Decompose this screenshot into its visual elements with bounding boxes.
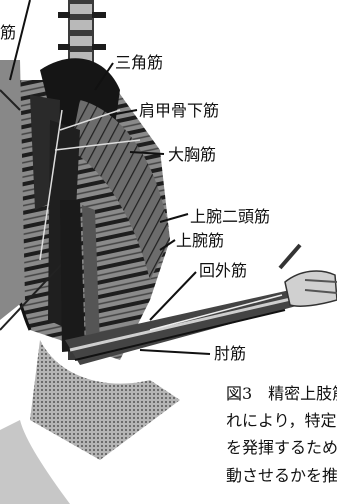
label-pectoralis-major: 大胸筋 bbox=[168, 145, 216, 164]
label-muscle-partial: 筋 bbox=[0, 23, 16, 42]
label-supinator: 回外筋 bbox=[199, 261, 247, 280]
label-anconeus: 肘筋 bbox=[214, 344, 246, 363]
label-biceps-brachii-group: 上腕二頭筋 bbox=[160, 207, 270, 226]
caption-line-3: を発揮するためには，ど bbox=[226, 437, 337, 459]
label-anconeus-group: 肘筋 bbox=[140, 344, 246, 363]
hand bbox=[280, 245, 337, 306]
upper-arm bbox=[60, 200, 100, 352]
figure-caption: 図3 精密上肢筋骨格モ れにより，特定の関節モ を発揮するためには，ど 動させる… bbox=[226, 383, 337, 504]
label-deltoid: 三角筋 bbox=[115, 53, 163, 72]
label-biceps-brachii: 上腕二頭筋 bbox=[190, 207, 270, 226]
label-subscapularis: 肩甲骨下筋 bbox=[139, 101, 219, 120]
caption-line-4: 動させるかを推定できる. bbox=[226, 465, 337, 487]
pelvis bbox=[0, 340, 180, 504]
caption-line-2: れにより，特定の関節モ bbox=[226, 410, 337, 432]
caption-line-1: 図3 精密上肢筋骨格モ bbox=[226, 383, 337, 405]
label-brachialis: 上腕筋 bbox=[176, 231, 224, 250]
